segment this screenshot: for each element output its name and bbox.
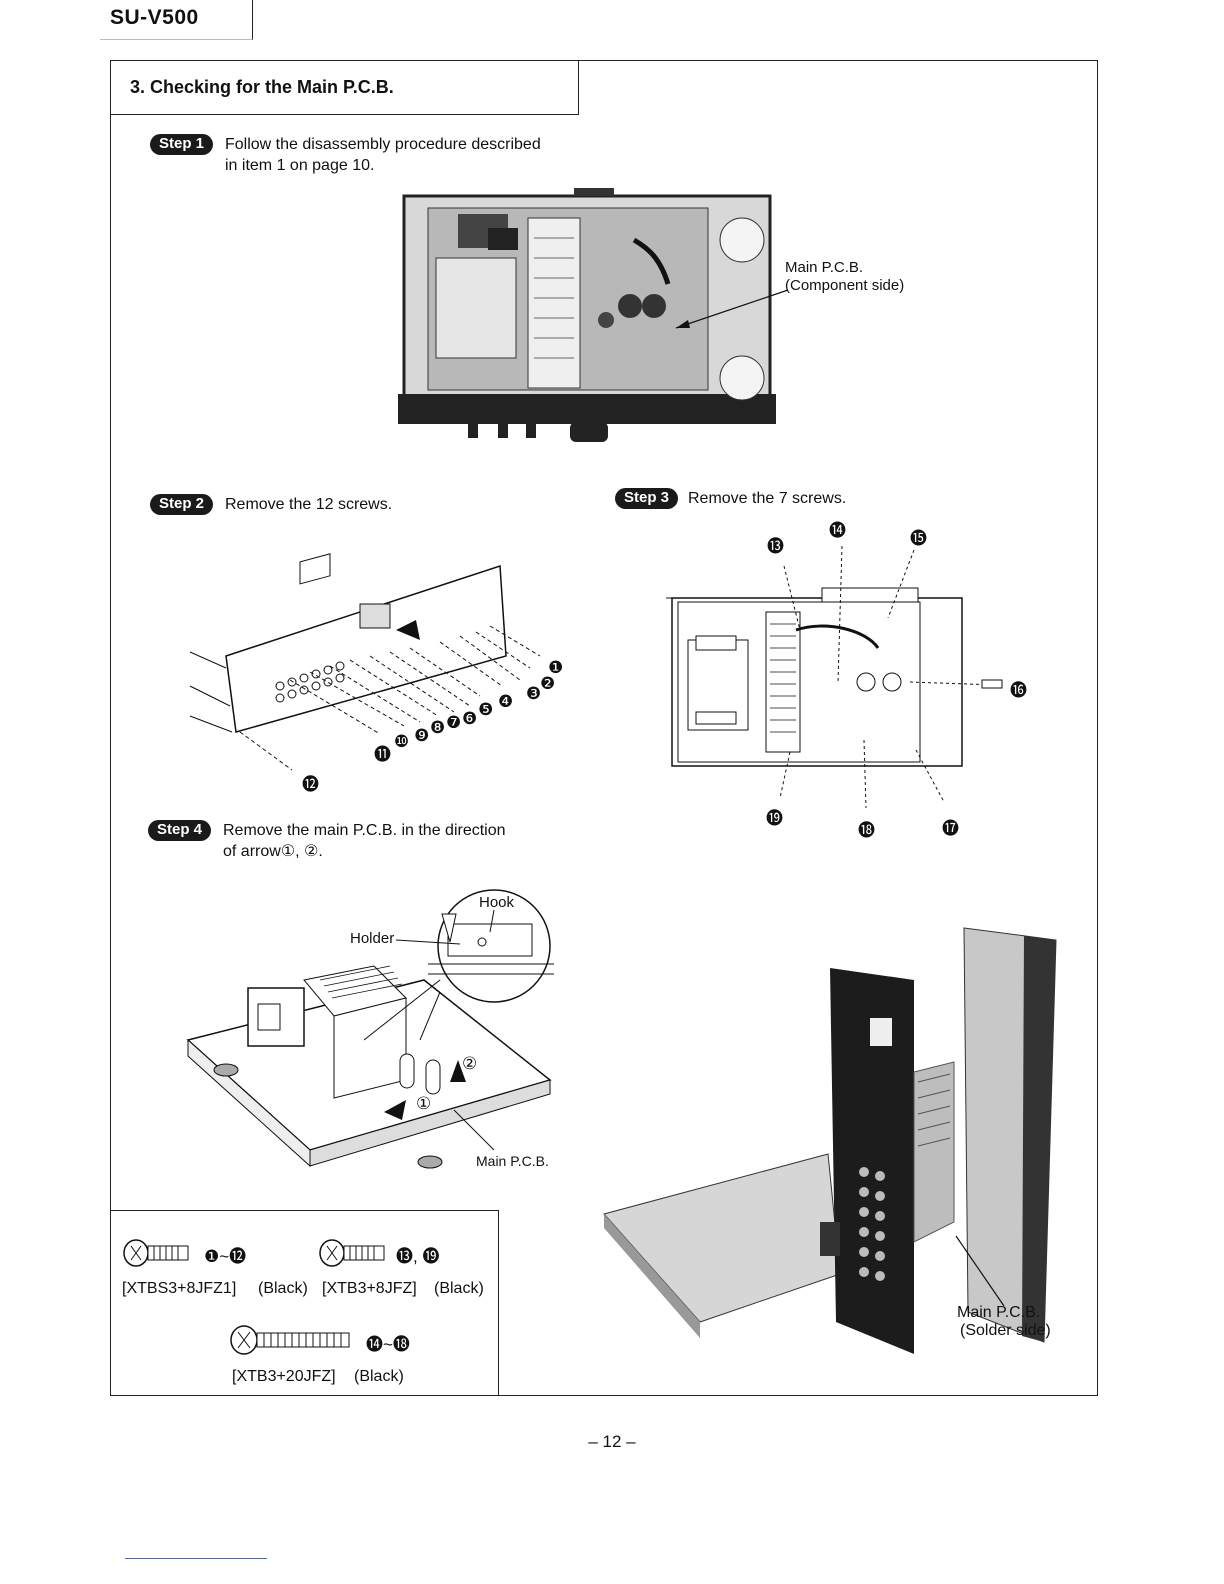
holder-label: Holder	[350, 930, 395, 947]
screw-6: ❻	[462, 709, 478, 728]
step-4-badge: Step 4	[148, 820, 212, 841]
step-4-text-line1: Remove the main P.C.B. in the direction	[223, 822, 506, 839]
figure-1-label-line2: (Component side)	[785, 277, 905, 294]
model-box	[100, 0, 253, 40]
screw-3: ❸	[526, 684, 542, 703]
figure-1-unit-top-photo	[398, 188, 789, 442]
screw-range-a: ❶~⓬	[204, 1247, 247, 1266]
screw-12: ⓬	[302, 775, 319, 794]
page-number: – 12 –	[588, 1432, 636, 1451]
short-screw-icon	[123, 1239, 189, 1267]
step-3: Step 3	[615, 488, 679, 509]
step-1: Step 1	[150, 134, 214, 155]
footer-line	[125, 1558, 267, 1559]
screw-19: ⓳	[766, 809, 783, 828]
screw-part-a: [XTBS3+8JFZ1]	[122, 1280, 237, 1297]
step-1-text-line2: in item 1 on page 10.	[225, 157, 375, 174]
screw-color-b: (Black)	[434, 1280, 484, 1297]
figure-4-main-pcb-label: Main P.C.B.	[476, 1153, 549, 1169]
model-number: SU-V500	[110, 6, 199, 29]
screw-part-b: [XTB3+8JFZ]	[322, 1280, 417, 1297]
screw-2: ❷	[540, 674, 556, 693]
figure-4-pcb-removal-diagram	[186, 889, 554, 1169]
figure-5-label-line1: Main P.C.B.	[957, 1304, 1041, 1321]
screw-18: ⓲	[858, 821, 875, 840]
section-title: 3. Checking for the Main P.C.B.	[130, 77, 394, 97]
figure-5-label-line2: (Solder side)	[960, 1322, 1051, 1339]
screw-5: ❺	[478, 700, 494, 719]
screw-17: ⓱	[942, 819, 959, 838]
screw-15: ⓯	[910, 529, 927, 548]
screw-range-b: ⓭, ⓳	[396, 1247, 440, 1266]
figure-5-solder-side-photo	[603, 927, 1057, 1354]
screw-4: ❹	[498, 692, 514, 711]
screw-16: ⓰	[1010, 681, 1027, 700]
medium-screw-icon	[319, 1239, 385, 1267]
step-4: Step 4	[148, 820, 212, 841]
long-screw-icon	[230, 1325, 350, 1355]
step-2-text: Remove the 12 screws.	[225, 496, 393, 513]
step-1-text-line1: Follow the disassembly procedure describ…	[225, 136, 541, 153]
content-frame	[110, 60, 1098, 1396]
screw-range-c: ⓮~⓲	[366, 1335, 410, 1354]
step-2-badge: Step 2	[150, 494, 214, 515]
arrow-2-label: ②	[462, 1054, 478, 1073]
step-2: Step 2	[150, 494, 214, 515]
figure-1-label-line1: Main P.C.B.	[785, 259, 864, 276]
figure-2-rear-panel-diagram	[189, 553, 541, 771]
screw-10: ❿	[394, 732, 410, 751]
screw-1: ❶	[548, 658, 564, 677]
screw-color-c: (Black)	[354, 1368, 404, 1385]
section-title-box	[110, 60, 579, 115]
screw-13: ⓭	[767, 537, 784, 556]
screw-color-a: (Black)	[258, 1280, 308, 1297]
step-1-badge: Step 1	[150, 134, 214, 155]
screw-7: ❼	[446, 713, 462, 732]
screw-8: ❽	[430, 718, 446, 737]
step-3-badge: Step 3	[615, 488, 679, 509]
arrow-1-label: ①	[416, 1094, 432, 1113]
figure-3-bottom-view-diagram	[666, 545, 1003, 809]
hook-label: Hook	[479, 894, 515, 911]
screw-14: ⓮	[829, 521, 846, 540]
step-3-text: Remove the 7 screws.	[688, 490, 847, 507]
screw-part-c: [XTB3+20JFZ]	[232, 1368, 336, 1385]
screw-11: ⓫	[374, 745, 391, 764]
screw-table	[110, 1210, 499, 1395]
step-4-text-line2: of arrow①, ②.	[223, 843, 323, 860]
screw-9: ❾	[414, 726, 430, 745]
